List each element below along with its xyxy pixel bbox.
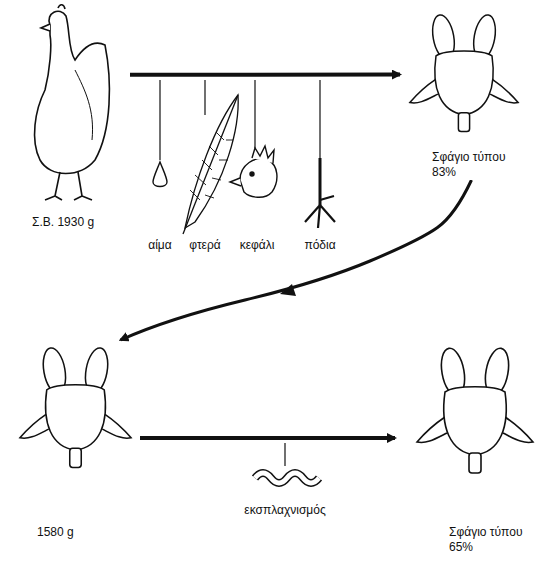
leader-line xyxy=(160,80,320,466)
feather-icon xyxy=(183,95,238,234)
part-label: εκσπλαχνισμός xyxy=(242,503,327,518)
carcass-figure xyxy=(410,13,518,131)
stage-node: Σ.Β. 1930 g xyxy=(10,5,130,230)
flow-arrow xyxy=(130,73,400,77)
intestine-icon xyxy=(255,473,319,483)
part-label: κεφάλι xyxy=(238,238,277,253)
stage-node: 1580 g xyxy=(10,340,140,540)
stage-caption: Σφάγιο τύπου 65% xyxy=(447,525,537,555)
stage-node: Σφάγιο τύπου 65% xyxy=(395,340,545,555)
stage-caption: Σφάγιο τύπου 83% xyxy=(430,150,520,180)
blood-drop xyxy=(153,162,167,187)
part-label: φτερά xyxy=(187,238,222,253)
carcass-figure xyxy=(20,346,131,467)
stage-caption: Σ.Β. 1930 g xyxy=(30,215,96,230)
hen-figure xyxy=(35,5,110,200)
part-label: αίμα xyxy=(146,238,173,253)
foot-icon xyxy=(305,158,335,228)
carcass-figure xyxy=(417,346,533,473)
stage-node: Σφάγιο τύπου 83% xyxy=(400,10,530,180)
part-label: πόδια xyxy=(302,238,337,253)
stage-caption: 1580 g xyxy=(35,525,76,540)
head-icon xyxy=(230,146,277,197)
flow-arrow xyxy=(121,180,472,340)
flow-arrow xyxy=(140,436,395,440)
